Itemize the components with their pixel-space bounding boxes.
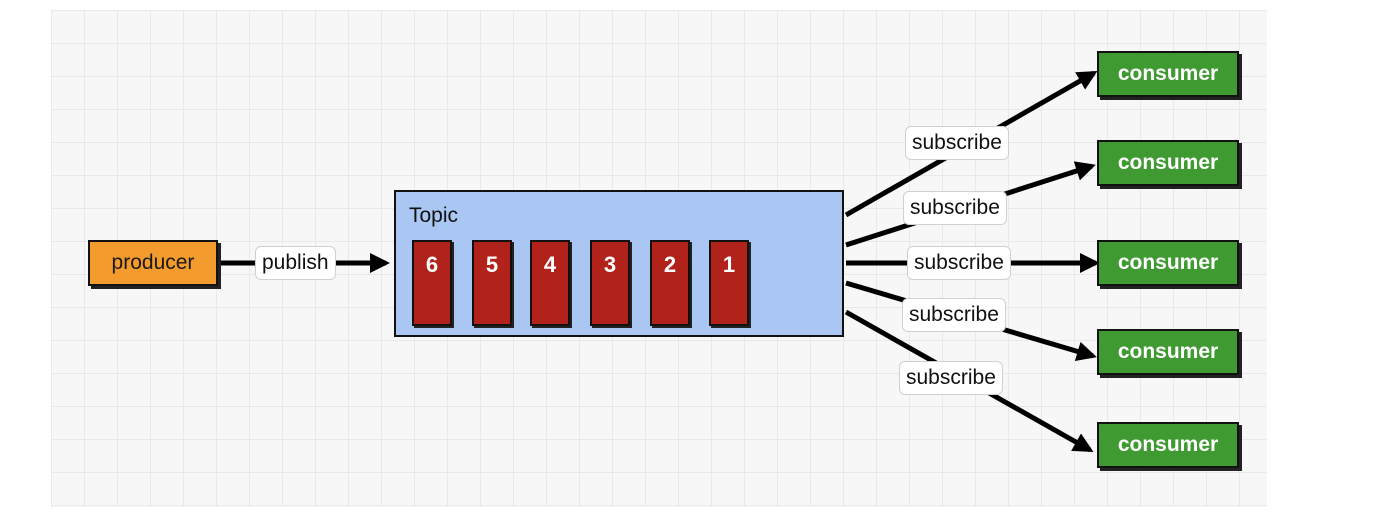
subscribe-label-1: subscribe (905, 126, 1009, 160)
consumer-label: consumer (1117, 251, 1219, 274)
consumer-label: consumer (1117, 340, 1219, 363)
producer-node[interactable]: producer (88, 240, 218, 286)
subscribe-label-4: subscribe (902, 298, 1006, 332)
consumer-node-1[interactable]: consumer (1097, 51, 1239, 97)
consumer-node-2[interactable]: consumer (1097, 140, 1239, 186)
message-block: 4 (530, 240, 570, 326)
topic-node[interactable]: Topic 6 5 4 3 2 1 (394, 190, 844, 337)
message-block: 2 (650, 240, 690, 326)
consumer-node-5[interactable]: consumer (1097, 422, 1239, 468)
topic-title: Topic (409, 204, 459, 227)
producer-label: producer (111, 251, 195, 274)
message-block: 3 (590, 240, 630, 326)
message-block: 1 (709, 240, 749, 326)
publish-label: publish (255, 246, 336, 280)
subscribe-label-5: subscribe (899, 361, 1003, 395)
message-block: 5 (472, 240, 512, 326)
consumer-label: consumer (1117, 433, 1219, 456)
consumer-node-3[interactable]: consumer (1097, 240, 1239, 286)
message-block: 6 (412, 240, 452, 326)
consumer-node-4[interactable]: consumer (1097, 329, 1239, 375)
subscribe-label-2: subscribe (903, 191, 1007, 225)
consumer-label: consumer (1117, 62, 1219, 85)
subscribe-label-3: subscribe (907, 246, 1011, 280)
consumer-label: consumer (1117, 151, 1219, 174)
